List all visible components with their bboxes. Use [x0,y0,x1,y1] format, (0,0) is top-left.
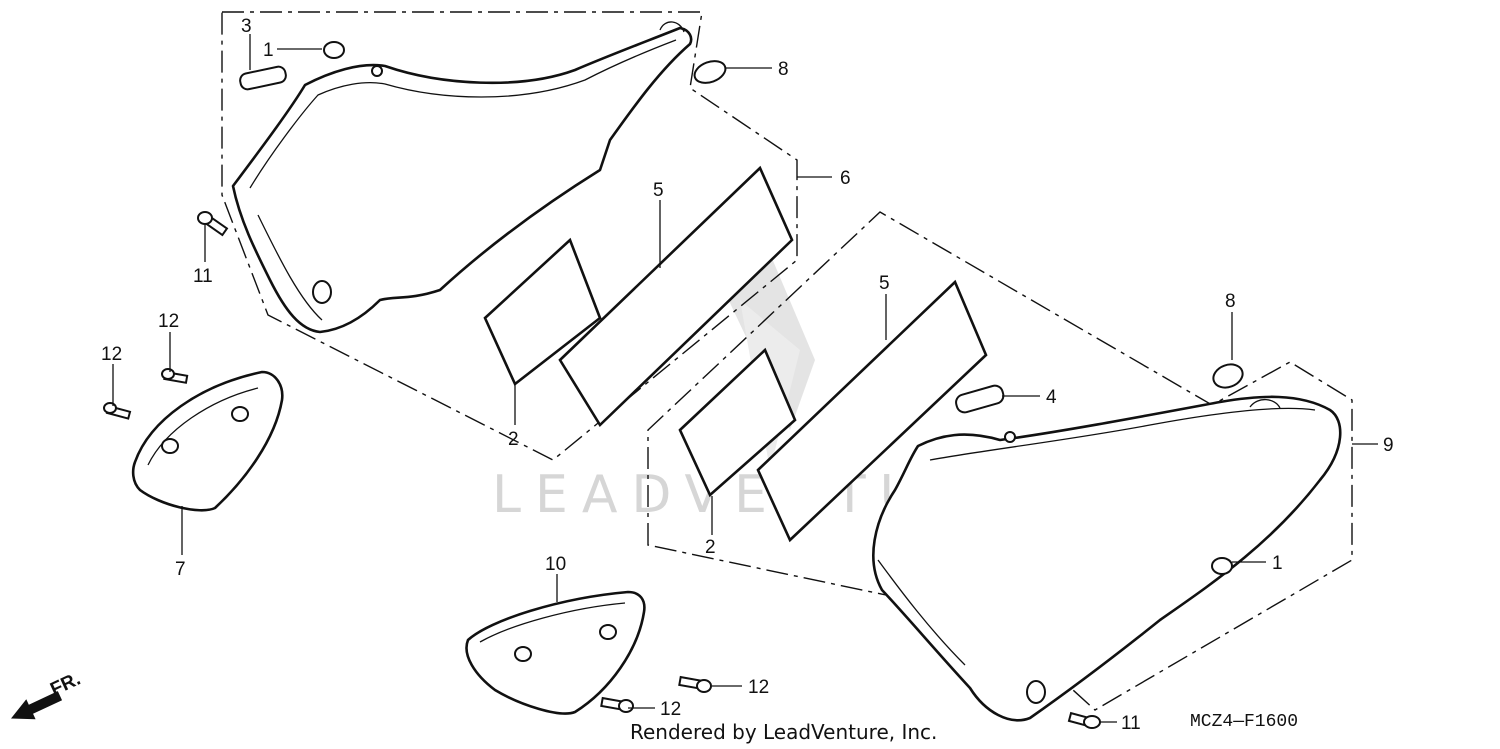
callout-12-a: 12 [158,311,179,332]
callout-4: 4 [1046,387,1057,408]
callout-8-top: 8 [778,59,789,80]
callout-12-d: 12 [660,699,681,720]
left-foam-pad-small [483,237,602,387]
grommet-8-right [1212,363,1244,389]
left-foam-pad-large [558,165,794,428]
grommet-8-top [693,60,727,84]
bolt-12-c [678,675,712,693]
left-small-cover [131,370,284,512]
callout-2-left: 2 [508,429,519,450]
bolt-12-d [600,696,634,713]
group-outline-left [221,11,798,461]
bolt-12-a [161,368,189,384]
right-small-cover [465,590,646,715]
callout-8-right: 8 [1225,291,1236,312]
collar-3 [239,65,287,91]
callout-2-right: 2 [705,537,716,558]
callout-10: 10 [545,554,566,575]
callout-5-right: 5 [879,273,890,294]
callout-11-left: 11 [193,266,213,287]
front-direction-arrow [10,691,63,720]
callout-1-top: 1 [263,40,274,61]
left-side-cover [231,21,693,334]
right-side-cover [872,395,1342,722]
callout-1-right: 1 [1272,553,1283,574]
grommet-1-top [323,41,345,59]
bolt-11-left [197,211,229,237]
grommet-1-right [1211,557,1233,575]
right-foam-pad-small [678,347,797,498]
callout-3: 3 [241,16,252,37]
callout-12-c: 12 [748,677,769,698]
diagram-code: MCZ4—F1600 [1190,712,1298,732]
callout-12-b: 12 [101,344,122,365]
bolt-11-right [1067,711,1101,729]
callout-9: 9 [1383,435,1394,456]
callout-6: 6 [840,168,851,189]
callout-7: 7 [175,559,186,580]
footer-credit: Rendered by LeadVenture, Inc. [630,720,937,744]
callout-11-right: 11 [1121,713,1141,734]
bolt-12-b [103,402,132,420]
right-foam-pad-large [756,279,988,543]
callout-5-left: 5 [653,180,664,201]
collar-4 [955,384,1005,414]
